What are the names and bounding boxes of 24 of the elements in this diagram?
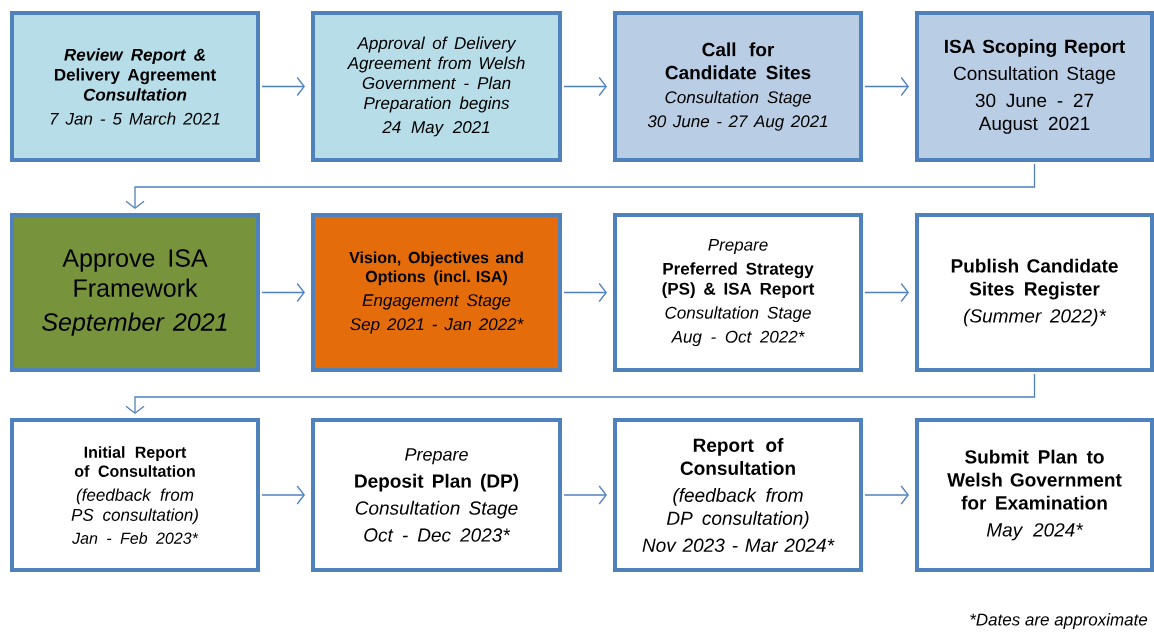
arrow [864, 76, 909, 97]
process-box: Approve ISA Framework September 2021 [10, 213, 260, 372]
process-box: Call for Candidate Sites Consultation Stage 30 June - 27 Aug 2021 [613, 11, 863, 162]
process-box: Approval of Delivery Agreement from Welsh Government - Plan Preparation begins 24 May 2021 [311, 11, 562, 162]
arrow [261, 76, 305, 97]
arrow [864, 282, 909, 303]
process-box: Prepare Deposit Plan (DP) Consultation Stage Oct - Dec 2023* [311, 418, 562, 572]
process-box: Prepare Preferred Strategy (PS) & ISA Report Consultation Stage Aug - Oct 2022* [613, 213, 863, 372]
arrow [261, 485, 305, 505]
arrow [864, 485, 909, 505]
footnote: *Dates are approximate [970, 613, 1148, 629]
arrow [563, 485, 607, 505]
process-box: Publish Candidate Sites Register (Summer 2022)* [915, 213, 1154, 372]
process-box: Submit Plan to Welsh Government for Examination May 2024* [915, 418, 1154, 572]
arrow [563, 282, 607, 303]
process-box: Report of Consultation (feedback from DP consultation) Nov 2023 - Mar 2024* [613, 418, 863, 572]
arrow [125, 373, 1036, 414]
process-box: Review Report & Delivery Agreement Consultation 7 Jan - 5 March 2021 [10, 11, 260, 162]
process-box: Vision, Objectives and Options (incl. ISA) Engagement Stage Sep 2021 - Jan 2022* [311, 213, 562, 372]
arrow [125, 163, 1036, 209]
process-box: Initial Report of Consultation (feedback from PS consultation) Jan - Feb 2023* [10, 418, 260, 572]
arrow [563, 76, 607, 97]
arrow [261, 282, 305, 303]
process-box: ISA Scoping Report Consultation Stage 30 June - 27 August 2021 [915, 11, 1154, 162]
